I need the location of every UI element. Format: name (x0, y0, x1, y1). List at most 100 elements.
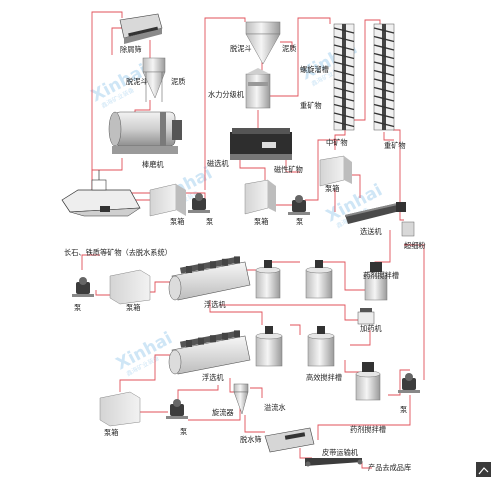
spiral-turn (333, 27, 355, 34)
spiral-chute-2-turns (373, 27, 395, 128)
label-pump-bottom: 泵 (180, 427, 187, 436)
spiral-chute-2 (373, 23, 395, 131)
flow-lines (81, 11, 425, 469)
dewatering-screen (264, 427, 315, 453)
label-magnetic-mineral: 磁性矿物 (274, 165, 303, 174)
pump-box-2 (244, 179, 276, 215)
spiral-turn (373, 78, 395, 85)
label-pump-right: 泵 (400, 405, 407, 414)
label-cyclone: 旋流器 (212, 408, 234, 417)
label-rod-mill: 棒磨机 (142, 160, 164, 169)
pump-3 (288, 195, 310, 215)
agitation-tank-2 (305, 260, 333, 299)
label-overflow-water: 溢流水 (264, 403, 286, 412)
belt-conveyor (305, 458, 363, 467)
agitation-tank-3 (255, 326, 283, 367)
label-screen-top: 除屑筛 (120, 45, 142, 54)
spiral-turn (333, 112, 355, 119)
flotation-motor (234, 330, 240, 338)
label-slime-1: 泥质 (171, 77, 185, 86)
flotation-motor (210, 261, 216, 269)
spiral-chute-1 (333, 23, 355, 131)
flotation-motor (186, 340, 192, 347)
label-pump-1: 泵 (206, 217, 213, 226)
spiral-turn (333, 103, 355, 111)
desliming-hopper-2 (245, 21, 281, 65)
rod-mill (108, 111, 182, 154)
label-pump-box-3: 泵箱 (325, 184, 339, 193)
pump-1 (188, 193, 210, 213)
label-slime-2: 泥质 (282, 44, 296, 53)
flotation-motor (222, 332, 228, 340)
spiral-turn (333, 78, 355, 85)
flotation-motor (186, 266, 192, 273)
pump-bottom (166, 399, 188, 419)
reagent-tank-2 (355, 362, 381, 401)
label-pump-box-bottom: 泵箱 (104, 428, 118, 437)
spiral-turn (373, 44, 395, 51)
spiral-turn (333, 44, 355, 51)
spiral-turn (373, 52, 395, 60)
label-pump-box-2: 泵箱 (254, 217, 268, 226)
label-heavy-mineral-1: 重矿物 (300, 101, 322, 110)
label-belt-conveyor: 皮带运输机 (322, 448, 359, 457)
screw-feeder (345, 202, 406, 224)
label-spiral-chute: 螺旋溜槽 (300, 65, 329, 74)
spiral-turn (373, 35, 395, 43)
label-ultrafine-powder: 超细粉 (404, 241, 426, 250)
label-dosing-machine: 加药机 (360, 324, 382, 333)
labels: 除屑筛 脱泥斗 泥质 脱泥斗 泥质 水力分级机 螺旋溜槽 重矿物 中矿物 重矿物… (64, 44, 426, 472)
label-desliming-hopper-2: 脱泥斗 (230, 44, 252, 53)
agitation-tank-4 (307, 326, 335, 367)
spiral-turn (333, 52, 355, 60)
spiral-turn (333, 120, 355, 128)
flotation-motor (222, 258, 228, 266)
label-dewatering-screen: 脱水筛 (240, 435, 262, 444)
label-magnetic-separator: 磁选机 (207, 159, 229, 168)
spiral-turn (333, 61, 355, 68)
flotation-motor (210, 335, 216, 343)
corner-badge (476, 462, 491, 477)
label-flotation-2: 浮选机 (202, 373, 224, 382)
label-pump-box-1: 泵箱 (170, 217, 184, 226)
spiral-turn (373, 120, 395, 128)
label-flotation-1: 浮选机 (204, 300, 226, 309)
desliming-hopper-1 (142, 57, 166, 102)
ore-bin (61, 170, 141, 217)
agitation-tank-1 (255, 260, 281, 299)
pump-box-1 (149, 183, 186, 217)
watermark-5: Xinhai 鑫海矿业装备 (113, 328, 176, 377)
hydrocyclone (233, 383, 249, 415)
label-feeder: 选送机 (360, 227, 382, 236)
spiral-chute-1-turns (333, 27, 355, 128)
spiral-turn (333, 86, 355, 94)
magnetic-separator (230, 128, 292, 160)
label-hydro-classifier: 水力分级机 (208, 90, 245, 99)
spiral-turn (373, 69, 395, 77)
spiral-turn (373, 27, 395, 34)
label-high-eff-tank: 高效搅拌槽 (306, 373, 342, 382)
label-middle-mineral: 中矿物 (326, 138, 348, 147)
ultrafine-powder-bin (401, 221, 415, 237)
label-reagent-tank-2: 药剂搅拌槽 (350, 425, 386, 434)
spiral-turn (333, 69, 355, 77)
label-heavy-mineral-2: 重矿物 (384, 141, 406, 150)
spiral-turn (373, 95, 395, 102)
label-product-store: 产品去成品库 (368, 463, 411, 472)
label-pump-left: 泵 (74, 303, 81, 312)
label-pump-box-left: 泵箱 (126, 303, 140, 312)
pump-box-left (109, 269, 151, 305)
dosing-machine (357, 308, 375, 325)
flotation-motor (198, 337, 204, 345)
reagent-tank-1 (364, 262, 388, 301)
spiral-turn (373, 112, 395, 119)
hydraulic-classifier (245, 68, 271, 109)
pump-box-bottom (99, 391, 141, 427)
spiral-turn (333, 95, 355, 102)
pump-box-3 (319, 155, 352, 187)
spiral-turn (333, 35, 355, 43)
label-pump-3: 泵 (296, 217, 303, 226)
flotation-motor (198, 263, 204, 271)
flotation-1-motors (186, 256, 240, 273)
